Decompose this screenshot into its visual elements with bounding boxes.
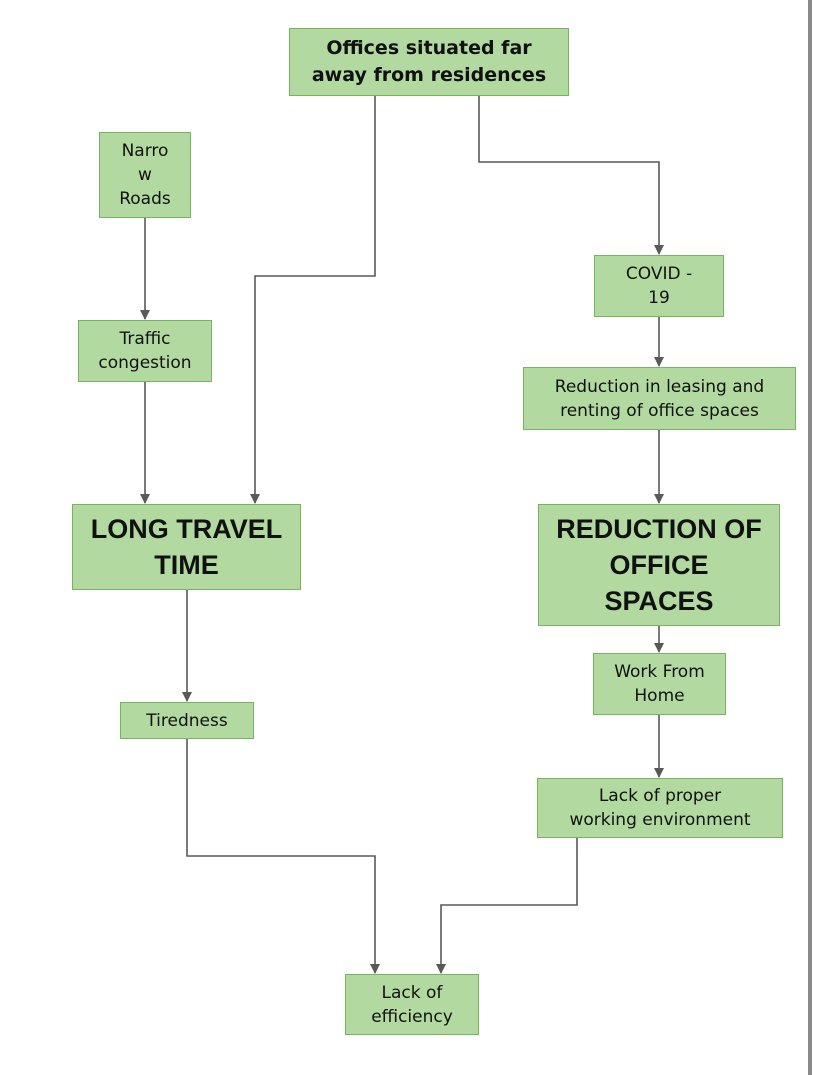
node-work-from-home: Work From Home — [593, 653, 726, 715]
node-long-travel-time: LONG TRAVEL TIME — [72, 504, 301, 590]
node-reduction-leasing-renting: Reduction in leasing and renting of offi… — [523, 367, 796, 430]
node-long-travel-time-label: LONG TRAVEL TIME — [90, 514, 283, 580]
node-covid-19-label: COVID - 19 — [625, 264, 693, 308]
node-tiredness: Tiredness — [120, 702, 254, 739]
node-narrow-roads-label: Narro w Roads — [119, 141, 171, 209]
edge-lack-environment-to-lack-efficiency — [436, 838, 578, 974]
node-traffic-congestion: Traffic congestion — [78, 320, 212, 382]
page-right-border — [808, 0, 812, 1075]
node-work-from-home-label: Work From Home — [614, 662, 705, 706]
node-lack-of-efficiency: Lack of efficiency — [345, 974, 479, 1035]
edge-tiredness-to-lack-efficiency — [186, 739, 380, 974]
node-covid-19: COVID - 19 — [594, 255, 724, 317]
edge-offices-to-covid — [478, 96, 664, 255]
node-lack-efficiency-label: Lack of efficiency — [371, 982, 453, 1027]
node-reduction-leasing-label: Reduction in leasing and renting of offi… — [554, 376, 765, 421]
node-offices-far-label: Offices situated far away from residence… — [311, 37, 547, 86]
node-tiredness-label: Tiredness — [146, 710, 228, 731]
node-lack-proper-working-environment: Lack of proper working environment — [537, 778, 783, 838]
node-reduction-office-spaces-label: REDUCTION OF OFFICE SPACES — [556, 514, 762, 616]
node-lack-environment-label: Lack of proper working environment — [569, 786, 751, 830]
node-traffic-congestion-label: Traffic congestion — [98, 329, 192, 373]
node-offices-far-from-residences: Offices situated far away from residence… — [289, 28, 569, 96]
node-narrow-roads: Narro w Roads — [99, 132, 191, 218]
node-reduction-of-office-spaces: REDUCTION OF OFFICE SPACES — [538, 504, 780, 626]
edge-offices-to-long-travel — [250, 96, 376, 504]
